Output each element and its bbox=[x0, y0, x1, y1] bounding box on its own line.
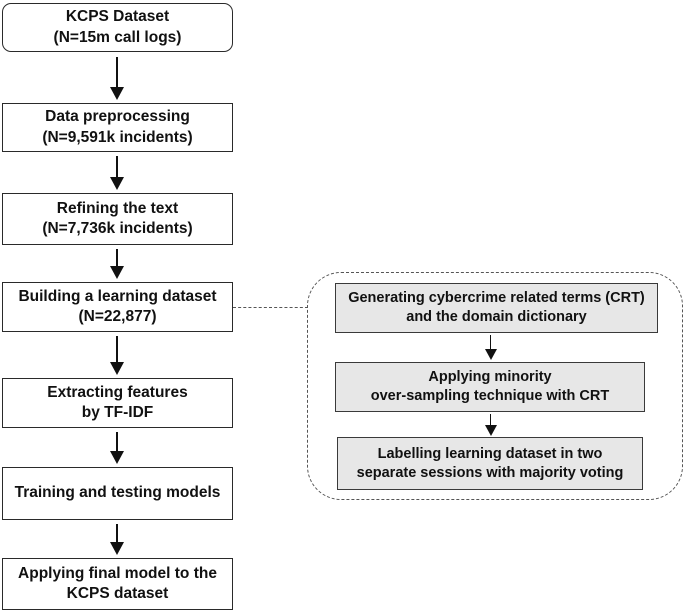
node-text-line: (N=22,877) bbox=[78, 308, 157, 325]
node-text-line: Refining the text bbox=[56, 199, 179, 217]
arrow-down-icon bbox=[484, 414, 497, 436]
node-text-line: KCPS dataset bbox=[66, 585, 169, 602]
arrow-down-icon bbox=[109, 57, 125, 100]
node-text-line: Generating cybercrime related terms (CRT… bbox=[348, 290, 645, 307]
arrow-down-icon bbox=[109, 156, 125, 190]
node-text-line: Building a learning dataset bbox=[18, 287, 217, 305]
sub-process-panel bbox=[307, 272, 683, 500]
flow-node-kcps-dataset: KCPS Dataset (N=15m call logs) bbox=[2, 3, 233, 52]
subflow-node-generating-crt: Generating cybercrime related terms (CRT… bbox=[335, 283, 658, 333]
node-text-line: Labelling learning dataset in two bbox=[377, 445, 603, 462]
node-text-line: Training and testing models bbox=[14, 484, 221, 502]
node-text-line: (N=15m call logs) bbox=[53, 28, 182, 46]
arrow-down-icon bbox=[109, 432, 125, 464]
node-text-line: and the domain dictionary bbox=[406, 309, 587, 325]
arrow-down-icon bbox=[109, 336, 125, 375]
dashed-connector-line bbox=[233, 307, 308, 308]
node-text-line: by TF-IDF bbox=[81, 404, 154, 421]
node-text-line: Data preprocessing bbox=[45, 108, 190, 126]
node-text-line: KCPS Dataset bbox=[65, 8, 170, 26]
node-text-line: separate sessions with majority voting bbox=[356, 464, 624, 481]
flow-node-building-learning-dataset: Building a learning dataset (N=22,877) bbox=[2, 282, 233, 332]
flow-node-data-preprocessing: Data preprocessing (N=9,591k incidents) bbox=[2, 103, 233, 152]
subflow-node-minority-oversampling: Applying minority over-sampling techniqu… bbox=[335, 362, 645, 412]
arrow-down-icon bbox=[109, 524, 125, 555]
flow-node-training-testing-models: Training and testing models bbox=[2, 467, 233, 520]
node-text-line: (N=7,736k incidents) bbox=[42, 220, 193, 237]
flow-node-refining-text: Refining the text (N=7,736k incidents) bbox=[2, 193, 233, 245]
arrow-down-icon bbox=[484, 335, 497, 360]
node-text-line: over-sampling technique with CRT bbox=[370, 388, 610, 404]
flow-node-applying-final-model: Applying final model to the KCPS dataset bbox=[2, 558, 233, 610]
subflow-node-labelling-dataset: Labelling learning dataset in two separa… bbox=[337, 437, 643, 490]
node-text-line: Applying final model to the bbox=[18, 564, 217, 582]
node-text-line: Applying minority bbox=[428, 369, 552, 386]
node-text-line: (N=9,591k incidents) bbox=[42, 128, 193, 146]
arrow-down-icon bbox=[109, 249, 125, 279]
node-text-line: Extracting features bbox=[47, 383, 188, 401]
flow-node-extracting-features: Extracting features by TF-IDF bbox=[2, 378, 233, 428]
